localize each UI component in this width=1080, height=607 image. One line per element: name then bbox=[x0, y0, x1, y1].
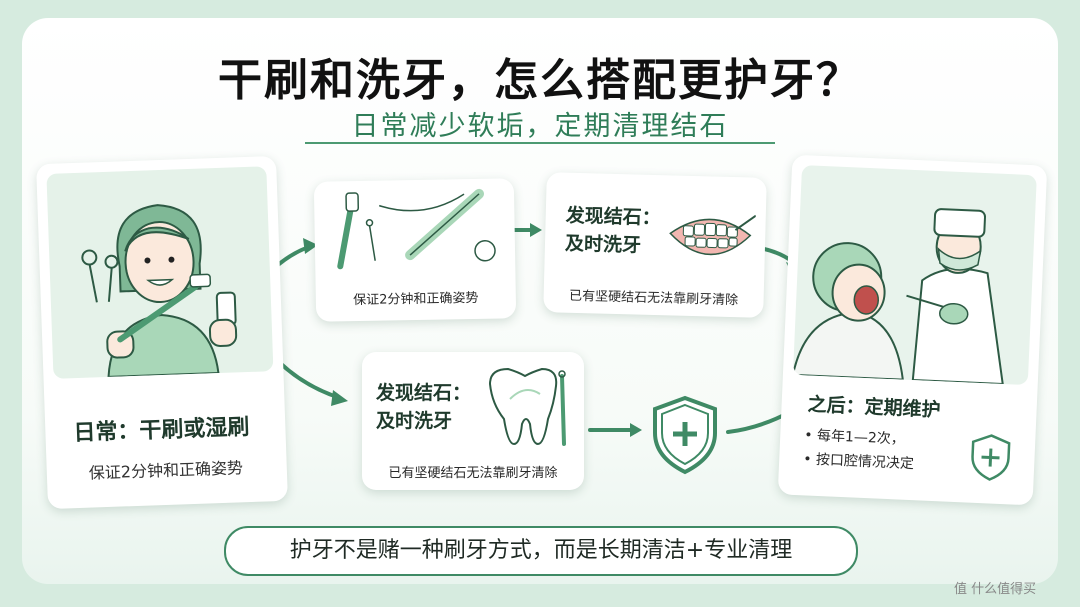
subtitle-underline bbox=[305, 142, 775, 144]
shield-plus-icon bbox=[653, 395, 717, 475]
watermark: 值 什么值得买 bbox=[954, 582, 1037, 597]
tartar-top-heading-2: 及时洗牙 bbox=[564, 232, 642, 257]
daily-heading: 日常：干刷或湿刷 bbox=[73, 415, 250, 447]
tartar-bottom-caption: 已有坚硬结石无法靠刷牙清除 bbox=[388, 466, 558, 481]
page-title: 干刷和洗牙，怎么搭配更护牙？ bbox=[218, 55, 862, 106]
dentist-illustration bbox=[792, 165, 1037, 386]
tartar-top-heading-1: 发现结石： bbox=[565, 204, 662, 230]
dentist-card: 之后：定期维护 • 每年1—2次， • 按口腔情况决定 bbox=[777, 154, 1048, 506]
after-bullet-2: • 按口腔情况决定 bbox=[802, 451, 915, 473]
tooth-scaler-icon bbox=[488, 367, 566, 446]
brushing-illustration bbox=[46, 166, 274, 379]
daily-caption: 保证2分钟和正确姿势 bbox=[88, 458, 244, 483]
person-illustration bbox=[81, 204, 238, 378]
tartar-top-caption: 已有坚硬结石无法靠刷牙清除 bbox=[568, 288, 739, 309]
teeth-icon bbox=[669, 214, 757, 256]
bottom-banner: 护牙不是赌一种刷牙方式，而是长期清洁+专业清理 bbox=[224, 526, 858, 576]
tools-caption: 保证2分钟和正确姿势 bbox=[353, 290, 479, 309]
small-shield-icon bbox=[971, 434, 1011, 481]
tartar-card-bottom: 发现结石： 及时洗牙 已有坚硬结石无法靠刷牙清除 bbox=[362, 352, 584, 490]
tartar-card-top: 发现结石： 及时洗牙 已有坚硬结石无法靠刷牙清除 bbox=[543, 172, 767, 318]
tartar-bottom-heading-1: 发现结石： bbox=[376, 382, 472, 404]
daily-brushing-card: 日常：干刷或湿刷 保证2分钟和正确姿势 bbox=[36, 155, 288, 510]
tools-card: 保证2分钟和正确姿势 bbox=[313, 178, 517, 322]
page-subtitle: 日常减少软垢，定期清理结石 bbox=[351, 111, 729, 142]
after-heading: 之后：定期维护 bbox=[807, 393, 942, 422]
cleaning-tools-icon bbox=[337, 188, 496, 270]
tartar-bottom-heading-2: 及时洗牙 bbox=[376, 410, 453, 432]
